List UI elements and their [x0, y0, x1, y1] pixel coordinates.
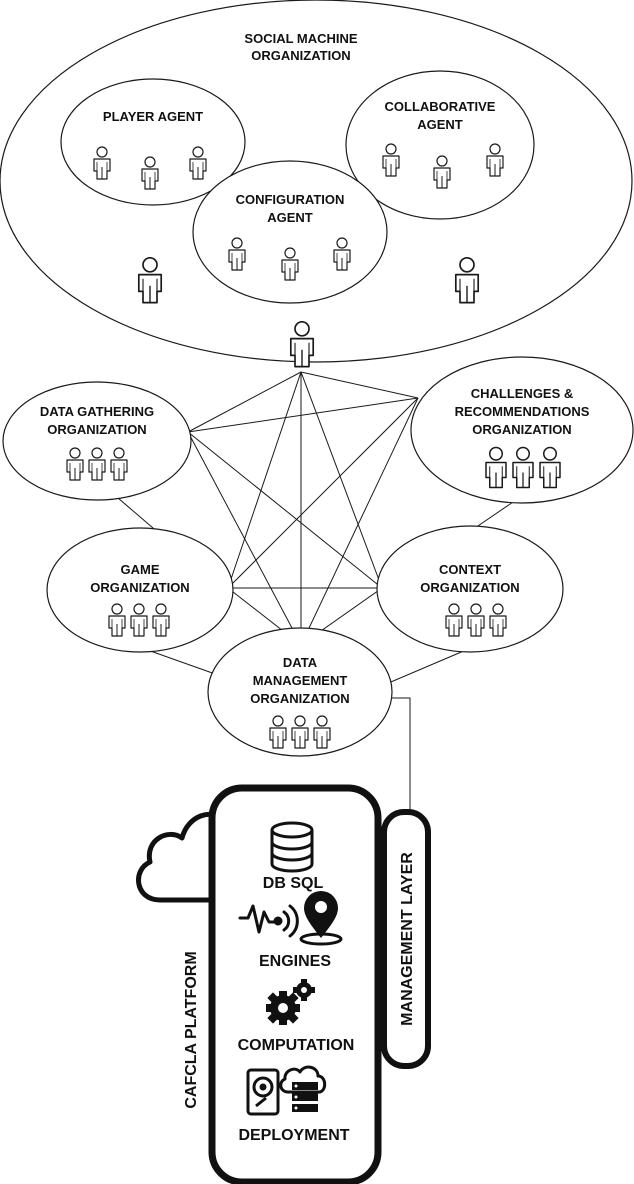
cloud-server-icon: [279, 1065, 327, 1112]
challenges-title-line2: RECOMMENDATIONS: [455, 404, 590, 419]
collaborative-agent-title-line2: AGENT: [417, 117, 463, 132]
computation-label: COMPUTATION: [238, 1037, 355, 1054]
collaborative-agent: COLLABORATIVE AGENT: [345, 70, 535, 220]
context-title-line2: ORGANIZATION: [420, 580, 519, 595]
challenges-title-line1: CHALLENGES &: [471, 386, 574, 401]
configuration-agent: CONFIGURATION AGENT: [192, 160, 388, 304]
cloud-icon: [136, 811, 228, 903]
social-machine-title-line2: ORGANIZATION: [251, 48, 350, 63]
data-management-title-line3: ORGANIZATION: [250, 691, 349, 706]
data-management-title-line2: MANAGEMENT: [253, 673, 348, 688]
game-title-line1: GAME: [121, 562, 160, 577]
context-title-line1: CONTEXT: [439, 562, 501, 577]
challenges-recommendations-organization: CHALLENGES & RECOMMENDATIONS ORGANIZATIO…: [410, 356, 634, 504]
player-agent: PLAYER AGENT: [60, 78, 246, 206]
data-management-title-line1: DATA: [283, 655, 318, 670]
management-layer-label: MANAGEMENT LAYER: [399, 852, 416, 1026]
hard-disk-icon: [246, 1068, 280, 1116]
configuration-agent-title-line2: AGENT: [267, 210, 313, 225]
game-organization: GAME ORGANIZATION: [46, 527, 234, 653]
collaborative-agent-title-line1: COLLABORATIVE: [385, 99, 496, 114]
gears-icon: [266, 979, 315, 1025]
data-gathering-title-line1: DATA GATHERING: [40, 404, 154, 419]
cafcla-platform-label: CAFCLA PLATFORM: [183, 951, 200, 1108]
location-pin-icon: [299, 891, 343, 946]
db-sql-label: DB SQL: [263, 875, 324, 892]
signal-icon: [238, 904, 299, 938]
challenges-title-line3: ORGANIZATION: [472, 422, 571, 437]
configuration-agent-title-line1: CONFIGURATION: [236, 192, 345, 207]
player-agent-title: PLAYER AGENT: [103, 109, 203, 124]
context-organization: CONTEXT ORGANIZATION: [376, 525, 564, 653]
game-title-line2: ORGANIZATION: [90, 580, 189, 595]
management-layer: MANAGEMENT LAYER: [381, 809, 431, 1069]
cafcla-platform: DB SQL ENGINES: [183, 784, 382, 1184]
data-management-organization: DATA MANAGEMENT ORGANIZATION: [207, 627, 393, 757]
social-machine-title-line1: SOCIAL MACHINE: [244, 31, 357, 46]
data-gathering-organization: DATA GATHERING ORGANIZATION: [2, 381, 192, 501]
database-icon: [270, 821, 314, 873]
deployment-label: DEPLOYMENT: [238, 1127, 349, 1144]
engines-label: ENGINES: [259, 953, 331, 970]
data-gathering-title-line2: ORGANIZATION: [47, 422, 146, 437]
